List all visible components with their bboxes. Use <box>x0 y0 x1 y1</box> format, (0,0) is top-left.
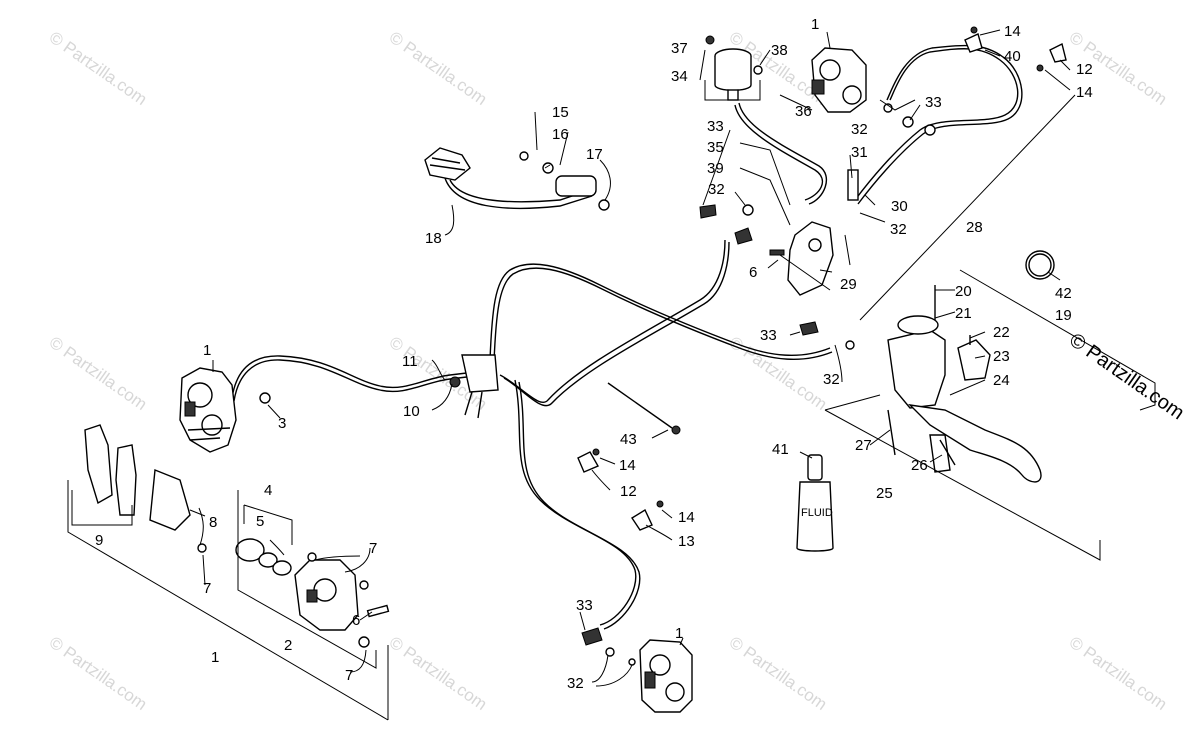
label-31: 31 <box>851 144 868 161</box>
label-37: 37 <box>671 40 688 57</box>
left-caliper <box>179 367 237 453</box>
label-6: 6 <box>749 264 757 281</box>
label-4: 4 <box>264 482 272 499</box>
label-15: 15 <box>552 104 569 121</box>
label-13: 13 <box>678 533 695 550</box>
watermark: © Partzilla.com <box>386 633 491 714</box>
label-28: 28 <box>966 219 983 236</box>
brake-pedal <box>424 147 610 211</box>
label-33: 33 <box>760 327 777 344</box>
label-29: 29 <box>840 276 857 293</box>
watermark: © Partzilla.com <box>46 28 151 109</box>
label-18: 18 <box>425 230 442 247</box>
label-1: 1 <box>811 16 819 33</box>
label-14: 14 <box>1004 23 1021 40</box>
label-35: 35 <box>707 139 724 156</box>
label-26: 26 <box>911 457 928 474</box>
reservoir <box>705 35 763 101</box>
label-40: 40 <box>1004 48 1021 65</box>
brake-lines <box>231 44 1023 630</box>
label-2: 2 <box>284 637 292 654</box>
bottom-caliper <box>639 639 693 713</box>
label-16: 16 <box>552 126 569 143</box>
label-32: 32 <box>890 221 907 238</box>
group-brackets <box>67 80 1156 721</box>
fluid-bottle: FLUID <box>796 454 834 552</box>
label-6: 6 <box>352 612 360 629</box>
label-10: 10 <box>403 403 420 420</box>
bottle-label: FLUID <box>801 507 833 519</box>
label-41: 41 <box>772 441 789 458</box>
label-34: 34 <box>671 68 688 85</box>
label-32: 32 <box>823 371 840 388</box>
label-1: 1 <box>675 625 683 642</box>
label-1: 1 <box>203 342 211 359</box>
label-7: 7 <box>369 540 377 557</box>
label-19: 19 <box>1055 307 1072 324</box>
label-7: 7 <box>203 580 211 597</box>
label-24: 24 <box>993 372 1010 389</box>
label-32: 32 <box>708 181 725 198</box>
label-8: 8 <box>209 514 217 531</box>
label-22: 22 <box>993 324 1010 341</box>
label-7: 7 <box>345 667 353 684</box>
label-33: 33 <box>925 94 942 111</box>
label-32: 32 <box>851 121 868 138</box>
part-labels: 1 1 1 1 2 3 4 5 6 6 7 7 7 8 9 10 11 12 1… <box>95 16 1093 692</box>
proportioning-valve <box>769 169 859 296</box>
top-caliper <box>811 47 867 113</box>
watermark: © Partzilla.com <box>1066 633 1171 714</box>
label-33: 33 <box>576 597 593 614</box>
label-21: 21 <box>955 305 972 322</box>
label-30: 30 <box>891 198 908 215</box>
exploded-caliper <box>84 424 390 648</box>
watermark: © Partzilla.com <box>726 633 831 714</box>
watermark: © Partzilla.com <box>386 28 491 109</box>
label-42: 42 <box>1055 285 1072 302</box>
label-12: 12 <box>620 483 637 500</box>
label-5: 5 <box>256 513 264 530</box>
junction-block <box>449 354 499 419</box>
label-27: 27 <box>855 437 872 454</box>
label-36: 36 <box>795 103 812 120</box>
label-3: 3 <box>278 415 286 432</box>
watermark: © Partzilla.com <box>46 333 151 414</box>
label-14: 14 <box>678 509 695 526</box>
master-cylinder <box>799 285 1042 483</box>
label-33: 33 <box>707 118 724 135</box>
label-17: 17 <box>586 146 603 163</box>
label-39: 39 <box>707 160 724 177</box>
label-11: 11 <box>402 353 418 370</box>
label-14: 14 <box>619 457 636 474</box>
watermark: © Partzilla.com <box>46 633 151 714</box>
label-32: 32 <box>567 675 584 692</box>
label-23: 23 <box>993 348 1010 365</box>
watermark-large: © Partzilla.com <box>1065 329 1188 424</box>
label-9: 9 <box>95 532 103 549</box>
leader-lines <box>189 29 1071 687</box>
label-25: 25 <box>876 485 893 502</box>
label-1: 1 <box>211 649 219 666</box>
label-43: 43 <box>620 431 637 448</box>
label-14: 14 <box>1076 84 1093 101</box>
label-20: 20 <box>955 283 972 300</box>
label-12: 12 <box>1076 61 1093 78</box>
label-38: 38 <box>771 42 788 59</box>
